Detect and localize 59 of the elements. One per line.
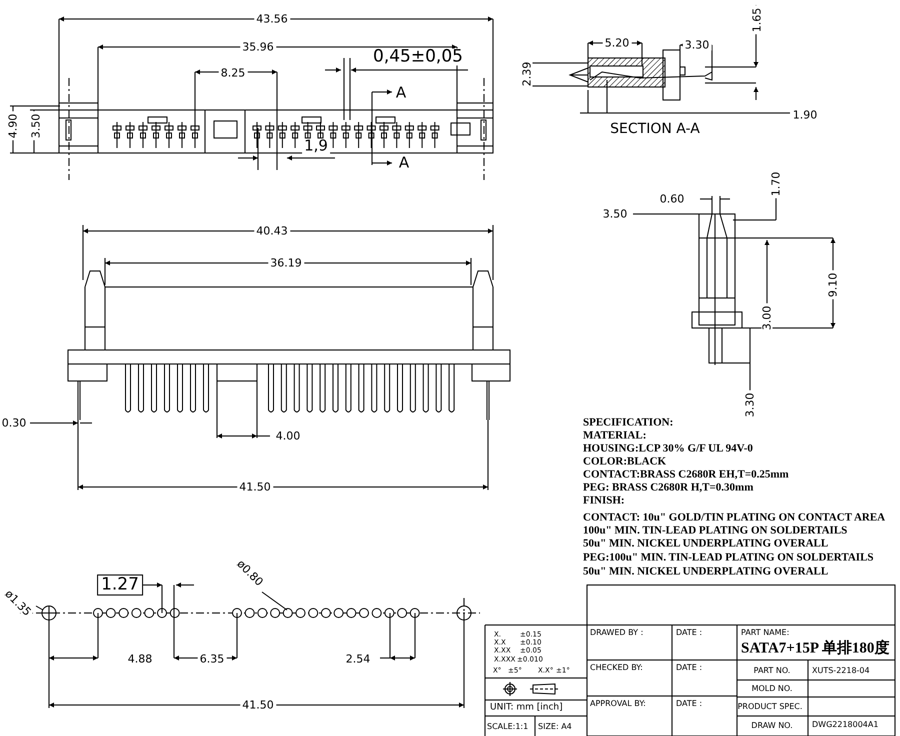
spec-text: COLOR:BLACK xyxy=(583,456,666,468)
title-block-text: APPROVAL BY: xyxy=(590,700,646,708)
dimension-label: 3.30 xyxy=(744,390,756,420)
dimension-label: 6.35 xyxy=(198,654,226,664)
dimension-label: 3.30 xyxy=(682,40,712,50)
spec-text: CONTACT:BRASS C2680R EH,T=0.25mm xyxy=(583,470,789,480)
dimension-label: 0.60 xyxy=(658,194,686,204)
dimension-label: 4.00 xyxy=(274,430,302,442)
spec-text: HOUSING:LCP 30% G/F UL 94V-0 xyxy=(583,444,753,454)
dimension-label: 2.39 xyxy=(522,60,532,88)
dimension-label: 2.54 xyxy=(344,654,372,664)
dimension-label: 35.96 xyxy=(240,42,276,52)
title-block-text: XUTS-2218-04 xyxy=(812,667,870,675)
title-block-text: DRAW NO. xyxy=(751,722,793,730)
dimension-label: 41.50 xyxy=(240,700,276,710)
title-block-text: DATE : xyxy=(676,629,702,637)
dimension-label: 4.90 xyxy=(8,112,18,140)
dimension-label: 8.25 xyxy=(218,68,248,78)
dimension-label: 9.10 xyxy=(828,270,838,300)
title-block-text: DATE : xyxy=(676,664,702,672)
dimension-label: 36.19 xyxy=(268,258,304,268)
section-marker: A xyxy=(396,156,412,170)
title-block-text: DWG2218004A1 xyxy=(812,721,878,729)
part-name-text: SATA7+15P 单排180度 xyxy=(741,642,890,656)
title-block-text: PART NAME: xyxy=(741,629,790,637)
dimension-label: 5.20 xyxy=(602,38,632,48)
title-block-text: DRAWED BY : xyxy=(590,629,644,637)
section-marker: A xyxy=(394,86,408,100)
title-block-text: PART NO. xyxy=(754,667,790,675)
title-block-text: PRODUCT SPEC. xyxy=(738,703,802,711)
title-block-text: MOLD NO. xyxy=(752,685,792,693)
dimension-label: 3.50 xyxy=(600,208,630,220)
dimension-label: 3.50 xyxy=(30,112,42,140)
title-block-text: CHECKED BY: xyxy=(590,664,643,672)
tolerance-text: SCALE:1:1 xyxy=(487,723,528,731)
title-block-text: DATE : xyxy=(676,700,702,708)
dimension-label: 1.70 xyxy=(770,170,782,198)
dimension-label: 1.90 xyxy=(790,110,820,120)
spec-text: FINISH: xyxy=(583,496,625,506)
dimension-label: 4.88 xyxy=(126,654,154,664)
dimension-label: 1,9 xyxy=(302,138,330,154)
spec-text: 100u" MIN. TIN-LEAD PLATING ON SOLDERTAILS xyxy=(583,526,848,536)
dimension-label: 1.65 xyxy=(752,6,762,34)
spec-text: PEG:100u" MIN. TIN-LEAD PLATING ON SOLDERTAILS xyxy=(583,552,874,564)
view-title: SECTION A-A xyxy=(608,122,702,136)
spec-text: 50u" MIN. NICKEL UNDERPLATING OVERALL xyxy=(583,538,828,550)
dimension-label: 3.00 xyxy=(762,304,772,332)
dimension-label: 43.56 xyxy=(254,14,290,24)
dimension-label: 0.30 xyxy=(0,418,28,428)
basic-dimension-label: 1.27 xyxy=(97,574,143,596)
spec-text: SPECIFICATION: xyxy=(583,418,674,428)
tolerance-text: SIZE: A4 xyxy=(538,723,572,731)
tolerance-text: UNIT: mm [inch] xyxy=(490,704,563,712)
dimension-label: 41.50 xyxy=(237,482,273,492)
spec-text: MATERIAL: xyxy=(583,430,646,442)
spec-text: PEG: BRASS C2680R H,T=0.30mm xyxy=(583,482,754,494)
dimension-label: 40.43 xyxy=(254,226,290,236)
spec-text: CONTACT: 10u" GOLD/TIN PLATING ON CONTACT AREA xyxy=(583,512,886,524)
spec-text: 50u" MIN. NICKEL UNDERPLATING OVERALL xyxy=(583,566,828,578)
